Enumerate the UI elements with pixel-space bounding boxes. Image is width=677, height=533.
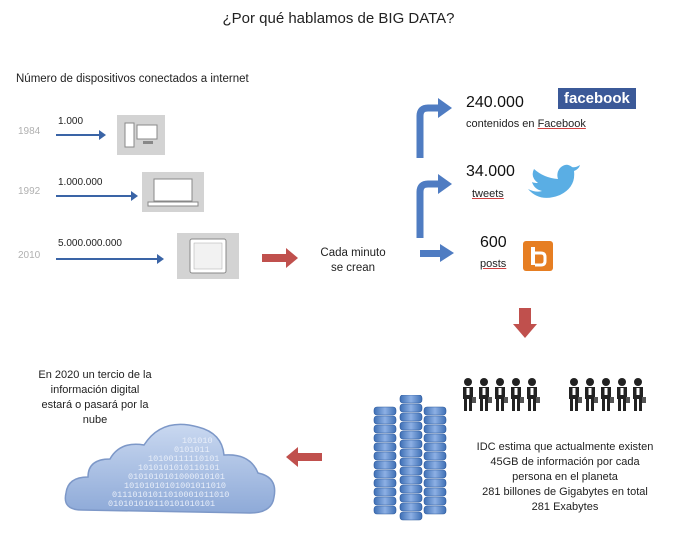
- person-icon: [495, 378, 508, 411]
- person-icon: [479, 378, 492, 411]
- year-2010: 2010: [18, 250, 41, 261]
- stat-facebook-label: contenidos en Facebook: [466, 118, 586, 130]
- stat-facebook-link[interactable]: Facebook: [537, 118, 586, 130]
- database-stack-icon: [373, 395, 447, 521]
- binary-line: 10101010101001011010: [124, 481, 226, 491]
- binary-line: 10100111110101: [148, 454, 219, 464]
- devices-heading: Número de dispositivos conectados a inte…: [16, 73, 249, 85]
- cloud-line-2: información digital: [50, 384, 140, 396]
- stat-twitter-number: 34.000: [466, 163, 515, 180]
- arrow-1984: [56, 130, 106, 140]
- stat-facebook-label-prefix: contenidos en: [466, 118, 538, 130]
- stat-twitter-label[interactable]: tweets: [472, 188, 504, 200]
- person-icon: [601, 378, 614, 411]
- arrow-2010: [56, 254, 164, 264]
- person-icon: [617, 378, 630, 411]
- binary-line: 0101010101000010101: [128, 472, 225, 482]
- twitter-bird-icon: [528, 164, 580, 198]
- count-1992: 1.000.000: [58, 177, 103, 188]
- stat-facebook-number: 240.000: [466, 94, 524, 111]
- year-1984: 1984: [18, 126, 41, 137]
- red-arrow-right: [262, 248, 298, 268]
- binary-line: 01110101011010001011010: [112, 490, 229, 500]
- binary-line: 010101010110101010101: [108, 499, 215, 509]
- person-icon: [511, 378, 524, 411]
- person-icon: [527, 378, 540, 411]
- count-1984: 1.000: [58, 116, 84, 127]
- facebook-logo: facebook: [558, 88, 636, 109]
- tablet-icon: [177, 233, 239, 279]
- red-arrow-down: [513, 308, 537, 338]
- idc-line-4: 281 billones de Gigabytes en total: [482, 486, 648, 498]
- center-line-2: se crean: [330, 262, 376, 274]
- cloud-text: En 2020 un tercio de la información digi…: [20, 368, 170, 428]
- arrow-1992: [56, 191, 138, 201]
- person-icon: [585, 378, 598, 411]
- page-title: ¿Por qué hablamos de BIG DATA?: [222, 10, 455, 27]
- cloud-line-4: nube: [82, 414, 108, 426]
- person-icon: [633, 378, 646, 411]
- people-group: [462, 377, 662, 413]
- desktop-computer-icon: [117, 115, 165, 155]
- binary-line: 101010: [182, 436, 213, 446]
- stat-blogger-number: 600: [480, 234, 507, 251]
- person-icon: [569, 378, 582, 411]
- idc-text: IDC estima que actualmente existen 45GB …: [456, 440, 674, 515]
- branch-arrows: [416, 98, 454, 262]
- idc-line-5: 281 Exabytes: [531, 501, 599, 513]
- cloud-icon: 1010100101011101001111101011010101010110…: [64, 423, 276, 514]
- binary-line: 0101011: [174, 445, 210, 455]
- count-2010: 5.000.000.000: [58, 238, 122, 249]
- stat-blogger-label[interactable]: posts: [480, 258, 507, 270]
- person-icon: [463, 378, 476, 411]
- year-1992: 1992: [18, 186, 41, 197]
- laptop-icon: [142, 172, 204, 212]
- center-text: Cada minuto se crean: [318, 246, 388, 276]
- blogger-icon: [523, 241, 553, 271]
- cloud-line-1: En 2020 un tercio de la: [38, 369, 152, 381]
- idc-line-3: persona en el planeta: [512, 471, 618, 483]
- center-line-1: Cada minuto: [320, 247, 386, 259]
- cloud-line-3: estará o pasará por la: [41, 399, 149, 411]
- red-arrow-left: [286, 447, 322, 467]
- idc-line-2: 45GB de información por cada: [490, 456, 640, 468]
- idc-line-1: IDC estima que actualmente existen: [476, 441, 654, 453]
- binary-line: 1010101010110101: [138, 463, 220, 473]
